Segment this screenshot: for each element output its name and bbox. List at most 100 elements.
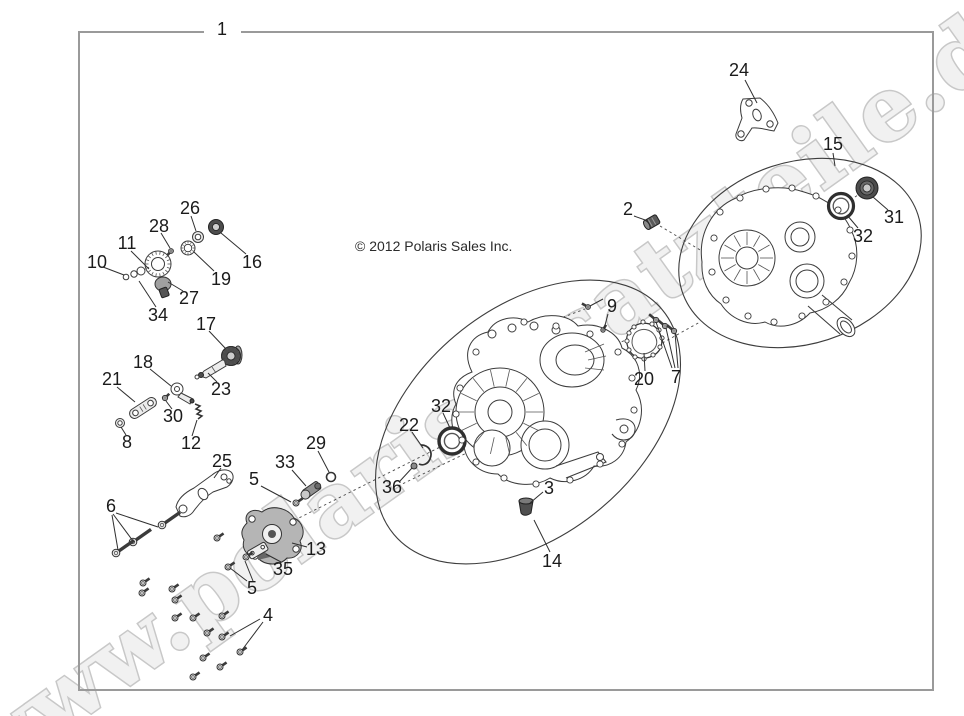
- bolt-boss: [532, 480, 540, 488]
- rib-line: [733, 269, 741, 281]
- leader-line: [102, 266, 125, 276]
- rib-line: [490, 437, 495, 455]
- rib-line: [753, 235, 761, 247]
- leader-line: [744, 79, 758, 104]
- leader-line: [190, 215, 197, 232]
- part-label-9: 9: [607, 296, 617, 316]
- bolt-boss: [458, 436, 466, 444]
- part-label-19: 19: [211, 269, 231, 289]
- main-gearcase-balloon: [374, 279, 682, 565]
- part-label-6: 6: [106, 496, 116, 516]
- part-22-clip: [418, 444, 432, 466]
- leader-line: [260, 485, 292, 503]
- part-label-32: 32: [853, 226, 873, 246]
- part-label-15: 15: [823, 134, 843, 154]
- part-label-26: 26: [180, 198, 200, 218]
- leader-line: [317, 450, 330, 473]
- rib-line: [472, 432, 485, 446]
- rib-line: [472, 378, 485, 392]
- leader-line: [244, 560, 254, 582]
- part-20-gasket: [624, 319, 665, 362]
- leader-line: [112, 513, 134, 542]
- part-right-gearcase-half: [700, 187, 858, 338]
- center-line: [264, 432, 469, 536]
- copyright-text: © 2012 Polaris Sales Inc.: [355, 238, 512, 254]
- bolt: [139, 577, 151, 587]
- part-label-18: 18: [133, 352, 153, 372]
- part-33-sensor: [300, 481, 322, 500]
- part-label-10: 10: [87, 252, 107, 272]
- bolt-boss: [840, 278, 848, 286]
- bolt: [216, 661, 228, 671]
- rib-line: [165, 255, 169, 259]
- rib-line: [236, 350, 240, 354]
- rib-line: [505, 369, 510, 387]
- leader-line: [241, 621, 264, 651]
- bolt: [111, 538, 135, 558]
- rib-line: [461, 422, 477, 432]
- leader-line: [165, 400, 173, 410]
- leader-line: [265, 553, 282, 563]
- part-label-30: 30: [163, 406, 183, 426]
- part-label-36: 36: [382, 477, 402, 497]
- rib-line: [236, 358, 240, 362]
- bolt-boss: [618, 440, 626, 448]
- leader-line: [665, 327, 676, 369]
- rib-line: [166, 259, 171, 262]
- bolt-boss: [472, 458, 480, 466]
- bolt: [581, 302, 591, 310]
- leader-line: [411, 431, 424, 449]
- bolt: [189, 671, 201, 681]
- bolt: [292, 497, 304, 507]
- rib-line: [523, 392, 539, 402]
- bolt: [171, 594, 183, 604]
- part-label-35: 35: [273, 559, 293, 579]
- leader-line: [111, 514, 119, 551]
- bolt-boss: [846, 226, 854, 234]
- bolt-boss: [736, 194, 744, 202]
- rib-line: [181, 244, 184, 246]
- rib-line: [753, 269, 761, 281]
- part-label-28: 28: [149, 216, 169, 236]
- leader-line: [291, 469, 307, 487]
- part-label-4: 4: [263, 605, 273, 625]
- part-label-27: 27: [179, 288, 199, 308]
- part-label-12: 12: [181, 433, 201, 453]
- gasket-bead: [640, 319, 646, 325]
- bolt-boss: [762, 185, 770, 193]
- rib-line: [190, 252, 192, 255]
- rib-line: [225, 361, 229, 365]
- leader-line: [138, 280, 157, 308]
- leader-line: [633, 215, 649, 222]
- part-labels: 1234556789101112131415161718192021222324…: [87, 19, 904, 625]
- bolt: [242, 551, 254, 561]
- part-label-2: 2: [623, 199, 633, 219]
- gasket-bead: [624, 338, 630, 344]
- gasket-bead: [626, 347, 632, 353]
- bolt-boss: [586, 330, 594, 338]
- bolt-boss: [596, 460, 604, 468]
- gasket-bead: [657, 344, 663, 350]
- leader-line: [213, 467, 222, 479]
- rib-line: [166, 266, 171, 269]
- leader-line: [674, 332, 679, 369]
- leader-line: [872, 196, 889, 211]
- part-label-3: 3: [544, 478, 554, 498]
- part-32-seal-right: [826, 191, 856, 221]
- bolt: [203, 627, 215, 637]
- part-label-21: 21: [102, 369, 122, 389]
- rib-line: [155, 273, 157, 277]
- rib-line: [181, 250, 184, 252]
- rib-line: [515, 432, 528, 446]
- part-label-1: 1: [217, 19, 227, 39]
- part-label-11: 11: [118, 233, 137, 253]
- rib-line: [151, 252, 154, 256]
- part-label-34: 34: [148, 305, 168, 325]
- part-12-spring: [194, 403, 204, 420]
- bolt-boss: [630, 406, 638, 414]
- part-3-drain-plug: [518, 497, 534, 516]
- bolt: [666, 324, 678, 335]
- bolt-boss: [822, 298, 830, 306]
- rib-line: [233, 347, 237, 351]
- part-18-lever: [170, 382, 195, 405]
